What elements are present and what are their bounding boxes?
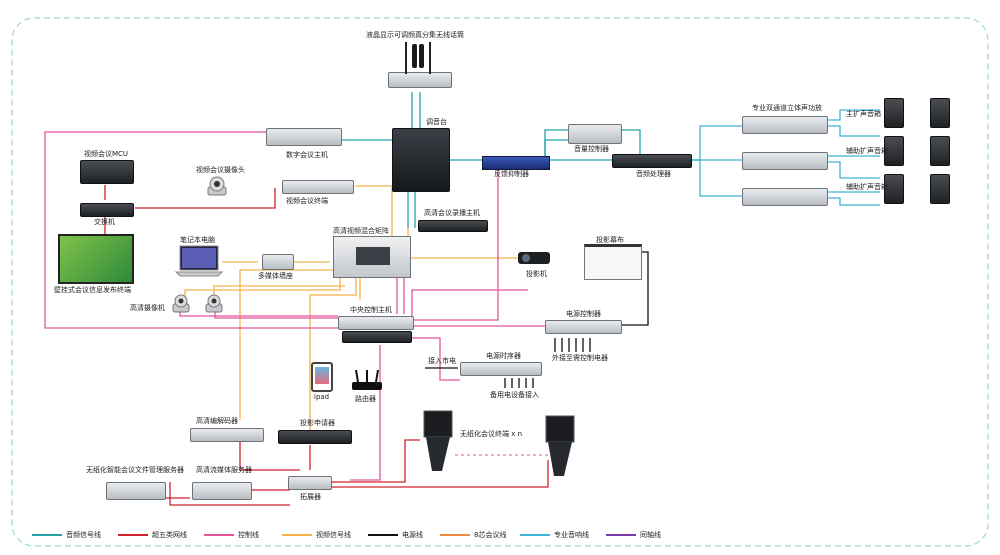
hd-decoder (190, 428, 264, 442)
main-speaker-label: 主扩声音箱 (846, 110, 881, 118)
hd-camera-label: 高清摄像机 (130, 304, 165, 312)
legend-video: 视频信号线 (316, 531, 351, 539)
stream-server (192, 482, 252, 500)
hd-camera-2-icon (205, 294, 223, 313)
mixer (392, 128, 450, 192)
legend-pro-audio: 专业音响线 (554, 531, 589, 539)
digital-conf-host-label: 数字会议主机 (286, 151, 328, 159)
digital-conf-host (266, 128, 342, 146)
cat5e-lines (104, 185, 549, 506)
volume-controller (568, 124, 622, 144)
power-controller-label: 电源控制器 (566, 310, 601, 318)
info-display (58, 234, 134, 284)
video-mcu-label: 视频会议MCU (84, 150, 129, 158)
speaker-main-right (930, 98, 950, 128)
conf-camera-icon (207, 176, 227, 196)
power-sequencer-label: 电源时序器 (486, 352, 521, 360)
stream-server-label: 高清流媒体服务器 (196, 466, 252, 474)
hd-matrix (333, 236, 411, 278)
projector-icon (518, 252, 550, 264)
video-terminal (282, 180, 354, 194)
conference-recorder (418, 220, 488, 232)
amplifier-3 (742, 188, 828, 206)
recorder-label: 高清会议录播主机 (424, 209, 480, 217)
power-sequencer (460, 362, 542, 376)
central-control-label: 中央控制主机 (350, 306, 392, 314)
aux-speaker-1-label: 辅助扩声音箱 (846, 147, 888, 155)
amplifier-2 (742, 152, 828, 170)
hd-matrix-label: 高清视频混合矩阵 (333, 227, 389, 235)
speaker-aux2-left (884, 174, 904, 204)
file-server-label: 无纸化智能会议文件管理服务器 (86, 466, 184, 474)
ipad-device (311, 362, 333, 392)
audio-processor-label: 音频处理器 (636, 170, 671, 178)
hd-camera-1-icon (172, 294, 190, 313)
media-plate (262, 254, 294, 270)
legend-control: 控制线 (238, 531, 259, 539)
audio-lines (340, 92, 641, 228)
legend-audio: 音频信号线 (66, 531, 101, 539)
amplifier-label: 专业双通道立体声功放 (752, 104, 822, 112)
laptop-icon (174, 245, 224, 277)
mixer-label: 调音台 (426, 118, 447, 126)
switch-label: 交换机 (94, 218, 115, 226)
video-mcu (80, 160, 134, 184)
ipad-label: ipad (314, 393, 330, 401)
extender (288, 476, 332, 490)
video-terminal-label: 视频会议终端 (286, 197, 328, 205)
power-lines (425, 251, 649, 388)
projection-screen (584, 244, 642, 280)
ext-appliance-label: 外接至需控制电器 (552, 354, 608, 362)
pro-audio-lines (690, 109, 880, 206)
extender-label: 拓展器 (300, 493, 321, 501)
central-control (338, 316, 414, 330)
projector-label: 投影机 (526, 270, 547, 278)
paperless-terminal-label: 无纸化会议终端 x n (460, 430, 523, 438)
amplifier-1 (742, 116, 828, 134)
paperless-terminal-2-icon (545, 415, 575, 476)
projection-requester-label: 投影申请器 (300, 419, 335, 427)
aux-speaker-2-label: 辅助扩声音箱 (846, 183, 888, 191)
hd-decoder-label: 高清编解码器 (196, 417, 238, 425)
speaker-aux2-right (930, 174, 950, 204)
legend-core8: 8芯会议线 (474, 531, 507, 539)
wireless-mic-label: 液晶显示可调频真分集无线话筒 (366, 31, 464, 39)
router-label: 路由器 (355, 395, 376, 403)
backup-power-label: 备用电设备接入 (490, 391, 539, 399)
microphone-icon (405, 42, 431, 74)
media-plate-label: 多媒体墙座 (258, 272, 293, 280)
legend-coax: 同轴线 (640, 531, 661, 539)
diagram-frame (11, 17, 989, 547)
info-display-label: 壁挂式会议信息发布终端 (54, 286, 131, 294)
speaker-aux1-left (884, 136, 904, 166)
power-controller (545, 320, 622, 334)
audio-processor (612, 154, 692, 168)
mains-in-label: 接入市电 (428, 357, 456, 365)
speaker-aux1-right (930, 136, 950, 166)
central-control-io (342, 331, 412, 343)
volume-controller-label: 音量控制器 (574, 145, 609, 153)
paperless-terminal-1-icon (423, 410, 453, 471)
projection-requester (278, 430, 352, 444)
wireless-mic-receiver (388, 72, 452, 88)
legend-cat5e: 超五类网线 (152, 531, 187, 539)
projection-screen-label: 投影幕布 (596, 236, 624, 244)
file-server (106, 482, 166, 500)
speaker-main-left (884, 98, 904, 128)
router-icon (352, 369, 382, 390)
conf-camera-label: 视频会议摄像头 (196, 166, 245, 174)
feedback-suppressor (482, 156, 550, 170)
legend-power: 电源线 (402, 531, 423, 539)
feedback-suppressor-label: 反馈抑制器 (494, 170, 529, 178)
laptop-label: 笔记本电脑 (180, 236, 215, 244)
network-switch (80, 203, 134, 217)
